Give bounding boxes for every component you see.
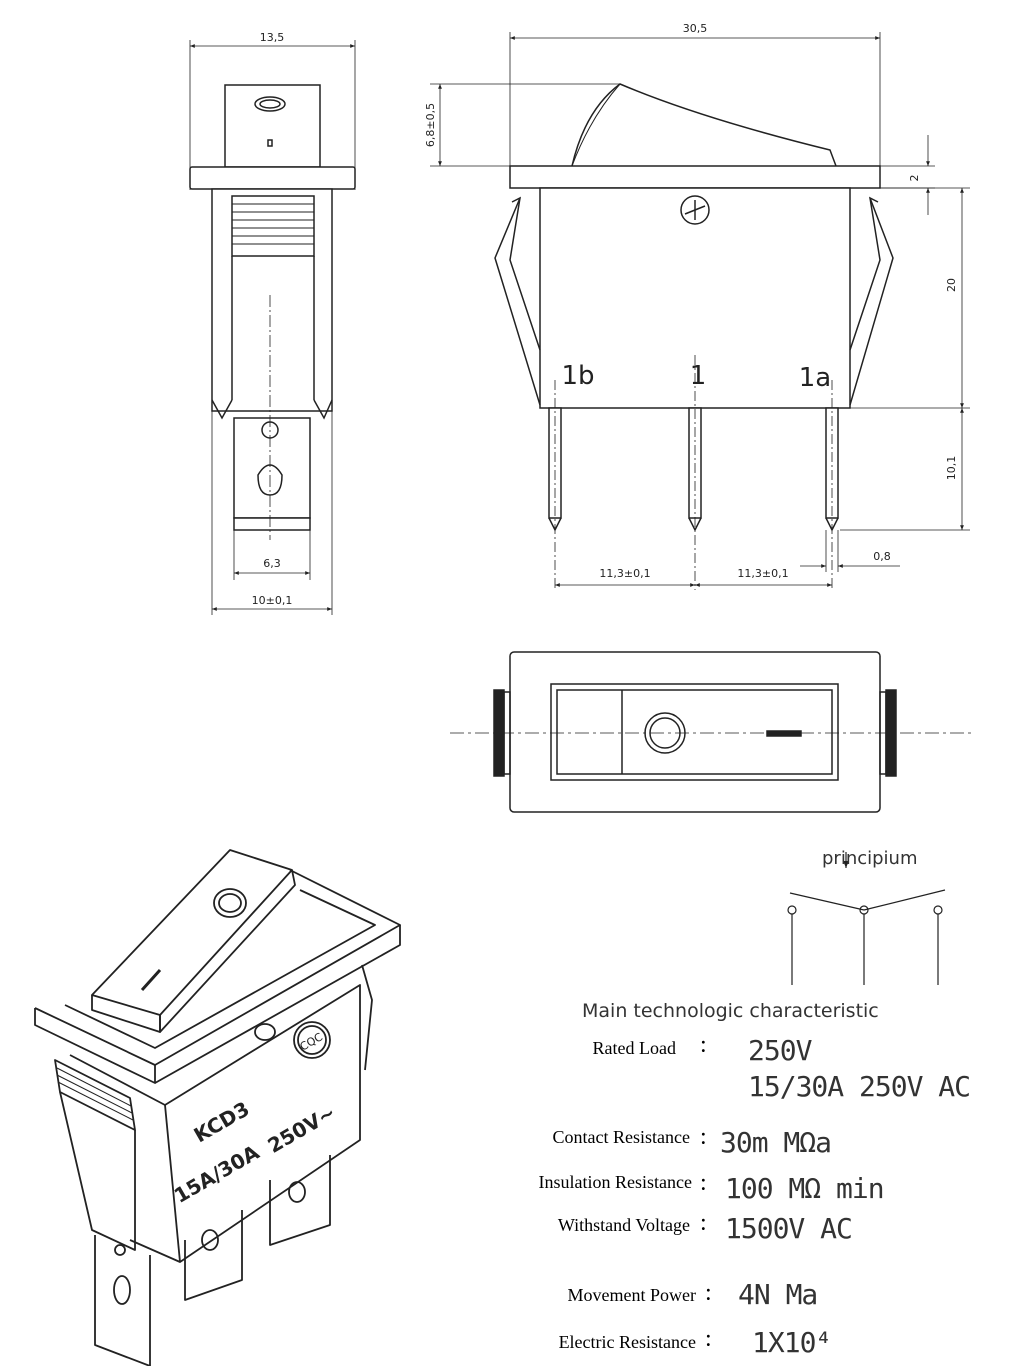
pin-label-1a: 1a <box>799 363 831 393</box>
dim-6-8: 6,8±0,5 <box>424 103 437 147</box>
side-view <box>189 40 356 615</box>
spec-label: Electric Resistance <box>558 1332 696 1352</box>
dim-6-3: 6,3 <box>263 557 281 570</box>
principium-label: principium <box>822 848 918 869</box>
dim-10-1: 10,1 <box>945 456 958 481</box>
isometric-view <box>34 849 401 1366</box>
spec-colon: : <box>705 1326 712 1352</box>
dim-30-5: 30,5 <box>683 22 708 35</box>
spec-value: 30m MΩa <box>720 1126 832 1159</box>
spec-title: Main technologic characteristic <box>582 1000 879 1022</box>
spec-colon: : <box>700 1032 707 1058</box>
spec-colon: : <box>700 1170 707 1196</box>
front-view <box>430 32 970 590</box>
spec-label: Rated Load <box>592 1038 676 1058</box>
dim-10: 10±0,1 <box>252 594 293 607</box>
pin-label-1: 1 <box>690 361 707 391</box>
dim-20: 20 <box>945 278 958 292</box>
dim-13-5: 13,5 <box>260 31 285 44</box>
dim-2: 2 <box>908 175 921 182</box>
dim-pitch-right: 11,3±0,1 <box>737 567 788 580</box>
pin-label-1b: 1b <box>561 361 594 391</box>
spec-label: Insulation Resistance <box>538 1172 692 1192</box>
spec-value: 250V <box>748 1034 812 1067</box>
top-view <box>450 651 975 813</box>
model-marking: KCD3 <box>190 1097 254 1148</box>
spec-value: 4N Ma <box>738 1278 818 1311</box>
spec-value: 1X10⁴ <box>752 1326 832 1359</box>
spec-colon: : <box>700 1210 707 1236</box>
principium-diagram <box>787 852 946 985</box>
dim-pitch-left: 11,3±0,1 <box>599 567 650 580</box>
spec-label: Contact Resistance <box>552 1127 690 1147</box>
spec-value: 100 MΩ min <box>725 1172 885 1205</box>
voltage-rating-marking: 250V~ <box>263 1100 339 1158</box>
spec-colon: : <box>700 1124 707 1150</box>
spec-value-secondary: 15/30A 250V AC <box>748 1070 971 1103</box>
current-rating-marking: 15A/30A <box>170 1140 264 1208</box>
spec-label: Movement Power <box>567 1285 696 1305</box>
dim-0-8: 0,8 <box>873 550 891 563</box>
spec-colon: : <box>705 1280 712 1306</box>
spec-value: 1500V AC <box>725 1212 853 1245</box>
spec-label: Withstand Voltage <box>557 1215 690 1235</box>
